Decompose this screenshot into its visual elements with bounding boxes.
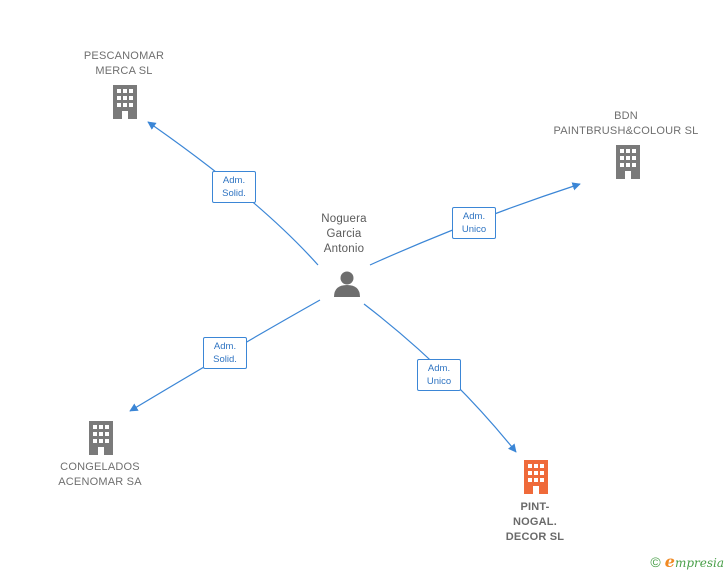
copyright-icon: © <box>650 553 661 570</box>
company-name-pint-nogal[interactable]: PINT- NOGAL. DECOR SL <box>505 501 565 543</box>
brand-logo: empresia <box>664 552 724 571</box>
company-name-congelados[interactable]: CONGELADOS ACENOMAR SA <box>58 461 142 488</box>
building-icon[interactable] <box>110 85 140 119</box>
edge-label-congelados: Adm. Solid. <box>203 337 247 369</box>
building-icon-highlighted[interactable] <box>521 460 551 494</box>
building-icon[interactable] <box>613 145 643 179</box>
center-person-name[interactable]: Noguera Garcia Antonio <box>321 213 367 255</box>
building-icon[interactable] <box>86 421 116 455</box>
edge-label-bdn: Adm. Unico <box>452 207 496 239</box>
company-name-pescanomar[interactable]: PESCANOMAR MERCA SL <box>83 50 165 77</box>
edge-label-pint-nogal: Adm. Unico <box>417 359 461 391</box>
edge-label-pescanomar: Adm. Solid. <box>212 171 256 203</box>
company-name-bdn[interactable]: BDN PAINTBRUSH&COLOUR SL <box>553 110 699 137</box>
person-icon[interactable] <box>332 268 362 298</box>
footer-brand: © empresia <box>650 552 724 571</box>
